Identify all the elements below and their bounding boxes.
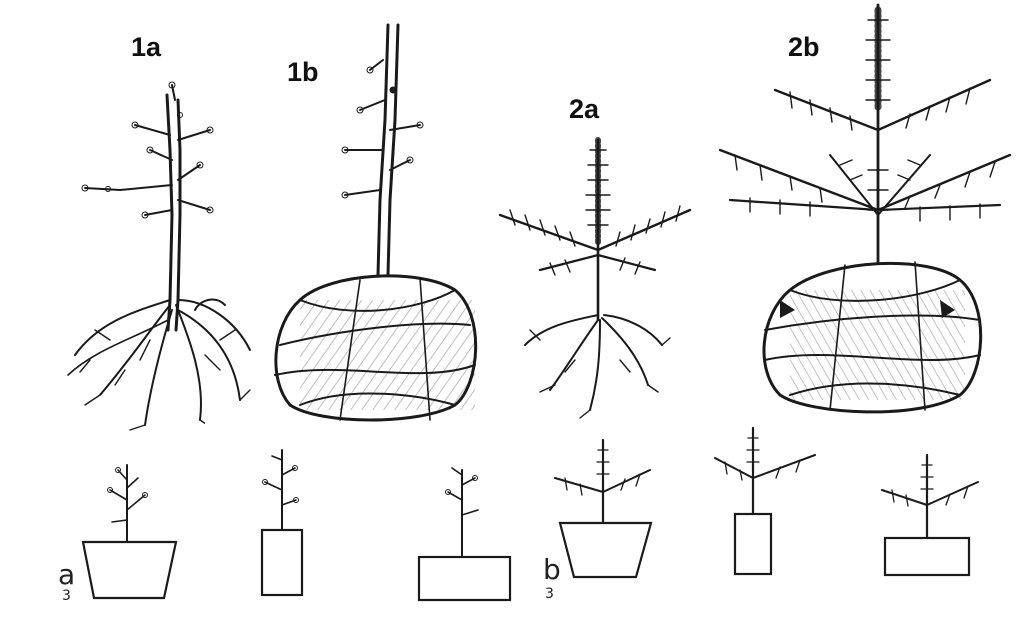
container-deciduous-tall-tube (262, 450, 302, 595)
label-container-b-sub: 3 (545, 586, 554, 602)
container-conifer-tapered (555, 440, 651, 577)
blank-label-box (481, 397, 549, 437)
container-deciduous-wide-block (419, 468, 510, 600)
label-container-b: b (543, 553, 561, 586)
container-conifer-tall-tube (715, 428, 815, 574)
label-2a: 2a (569, 94, 599, 125)
blank-label-box (205, 405, 271, 445)
seedling-2a-bare-root-conifer (500, 140, 690, 418)
container-deciduous-tapered (83, 465, 176, 598)
label-container-a: a (58, 558, 75, 591)
seedling-1a-bare-root-deciduous (68, 82, 250, 430)
label-1a: 1a (131, 32, 161, 63)
container-conifer-wide-block (882, 455, 978, 575)
blank-label-box (676, 397, 744, 425)
label-1b: 1b (287, 57, 319, 88)
blank-label-box (15, 405, 81, 445)
label-2b: 2b (788, 32, 820, 63)
seedling-2b-balled-conifer (720, 5, 1010, 412)
label-container-a-sub: 3 (62, 588, 71, 604)
